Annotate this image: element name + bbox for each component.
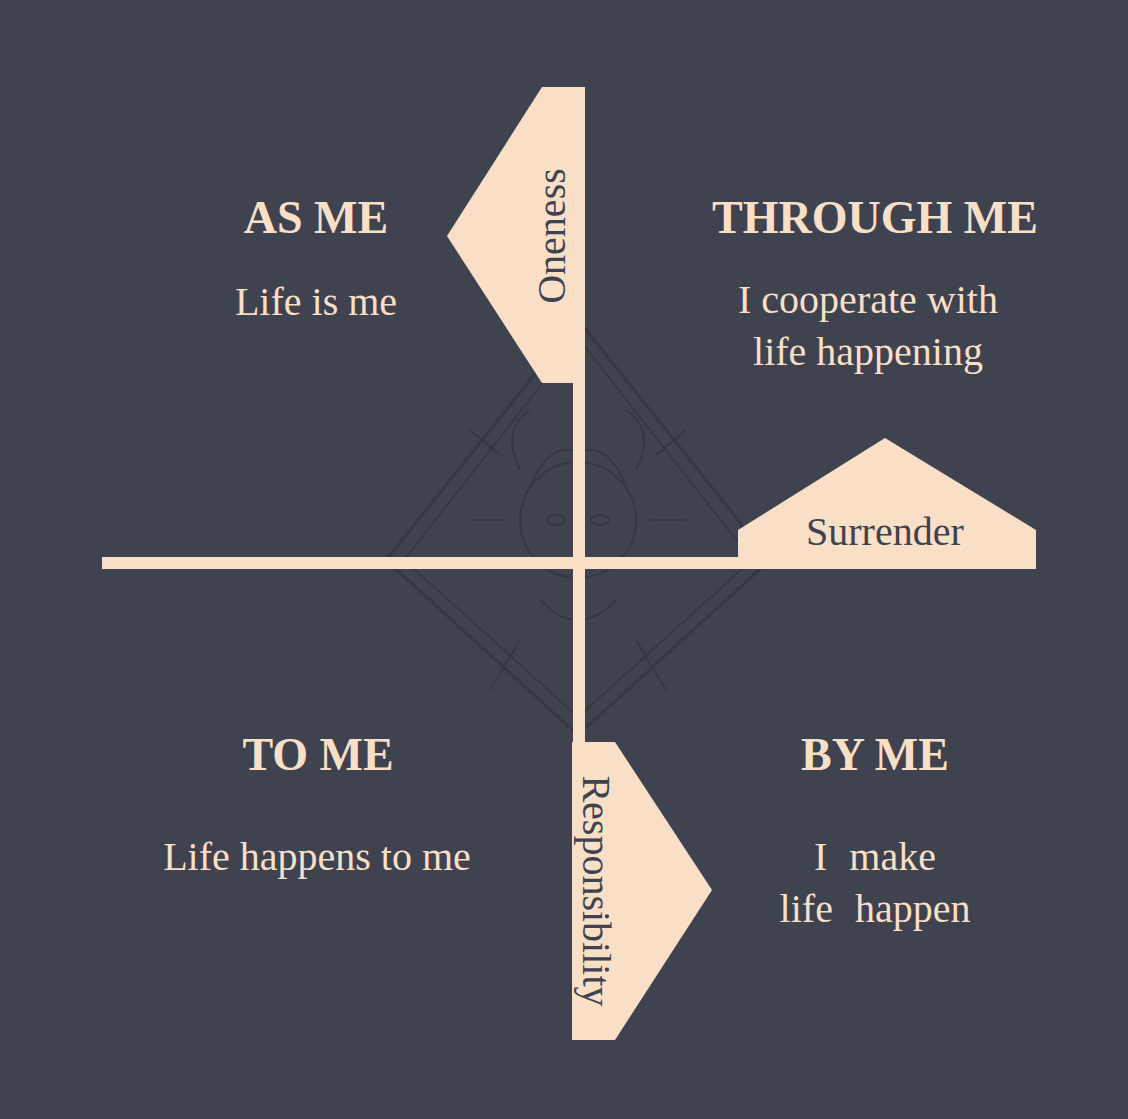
arrow-label: Oneness <box>532 168 572 304</box>
responsibility-arrow: Responsibility <box>572 742 712 1040</box>
quadrant-text: I make life happen <box>778 831 973 935</box>
quadrant-heading: THROUGH ME <box>712 190 1038 245</box>
illustration-eye <box>591 515 609 525</box>
oneness-arrow: Oneness <box>447 87 585 383</box>
horizontal-axis <box>102 557 742 569</box>
arrow-fill <box>572 742 712 1040</box>
quadrant-heading: TO ME <box>242 727 393 782</box>
quadrant-text: I cooperate with life happening <box>722 274 1014 378</box>
quadrant-text: Life is me <box>235 276 397 328</box>
illustration-eye <box>547 515 565 525</box>
vertical-axis <box>573 378 585 748</box>
quadrant-text: Life happens to me <box>163 831 471 883</box>
surrender-arrow: Surrender <box>738 438 1036 569</box>
arrow-label: Responsibility <box>575 775 615 1006</box>
arrow-fill <box>738 438 1036 569</box>
quadrant-heading: BY ME <box>801 727 949 782</box>
quadrant-heading: AS ME <box>244 190 388 245</box>
arrow-label: Surrender <box>806 512 964 552</box>
arrow-fill <box>447 87 585 383</box>
